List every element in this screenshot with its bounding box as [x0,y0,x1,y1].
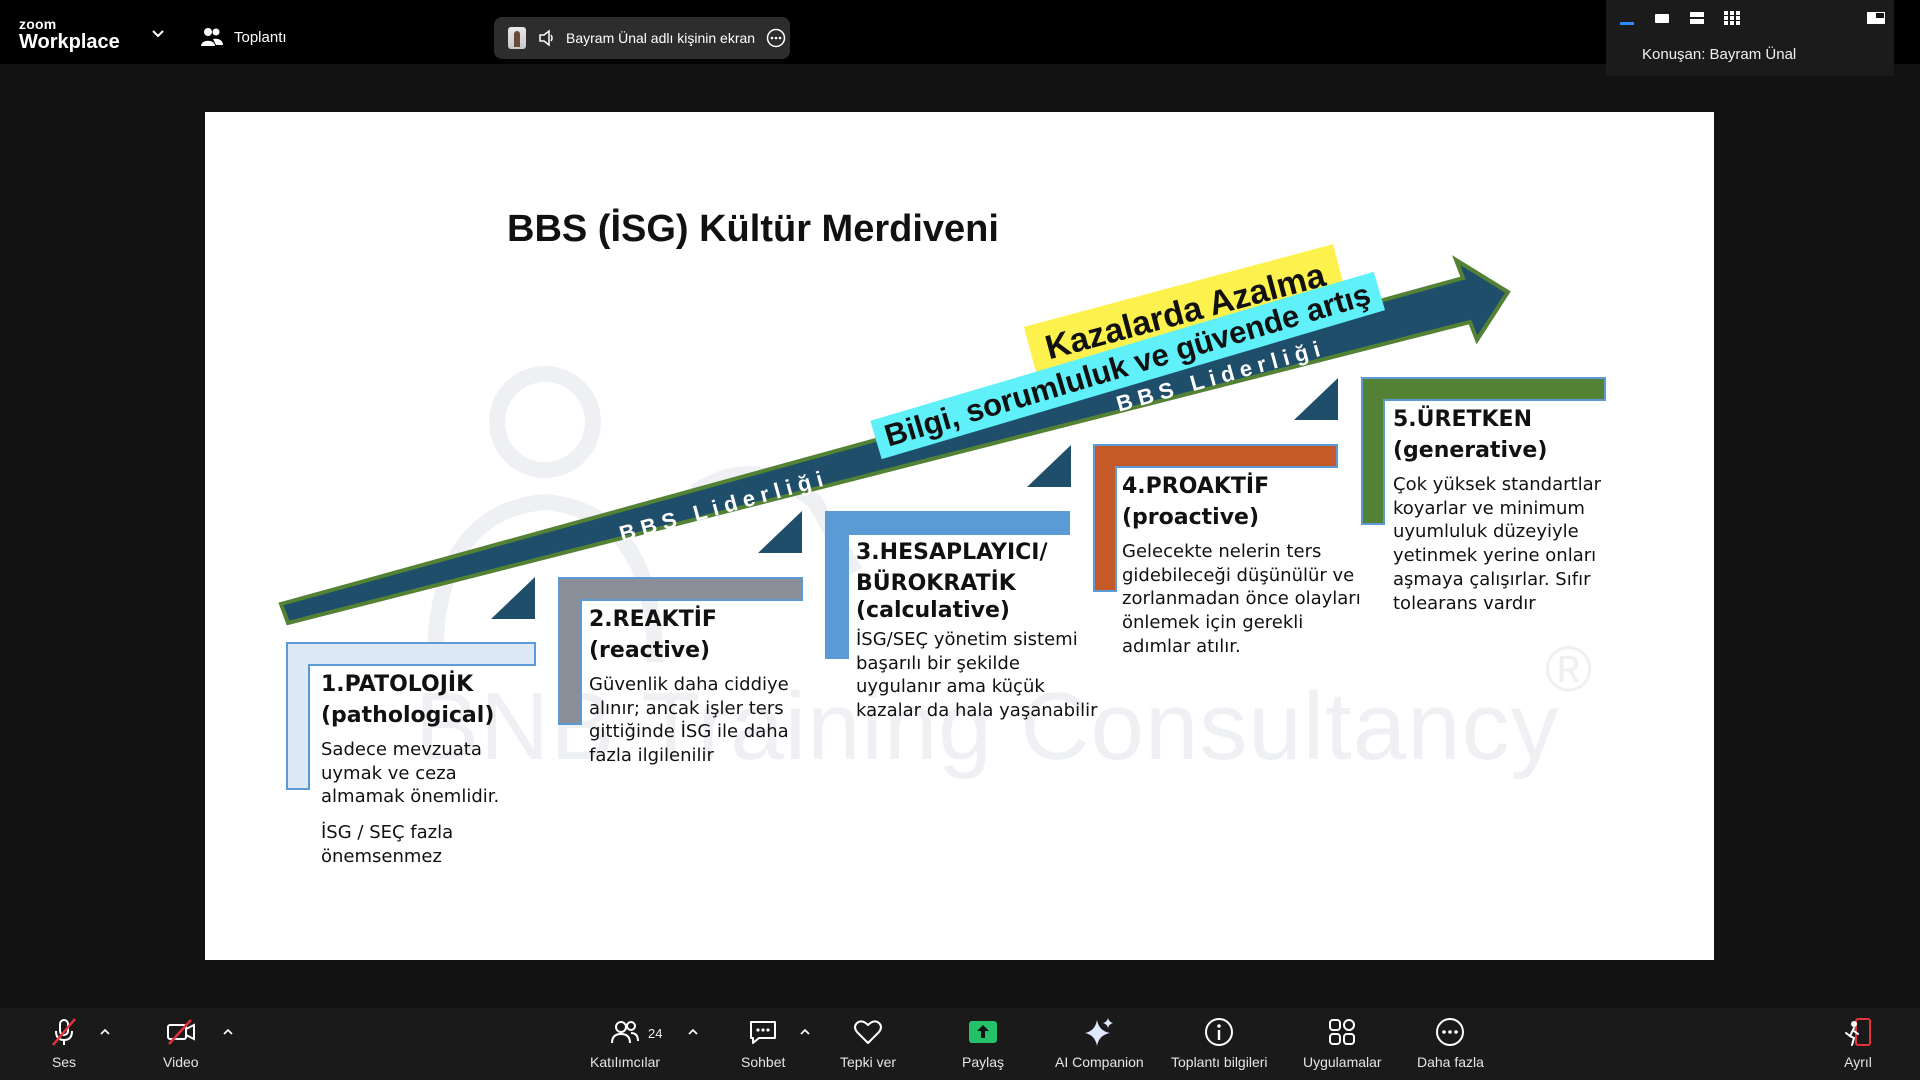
step-1-label: 1.PATOLOJİK (pathological) Sadece mevzua… [321,672,500,868]
more-label: Daha fazla [1417,1054,1484,1070]
audio-button[interactable]: Ses [48,1016,80,1070]
share-label: Paylaş [962,1054,1005,1070]
slide-title: BBS (İSG) Kültür Merdiveni [507,208,999,250]
minimize-icon[interactable] [1618,10,1636,26]
meeting-label: Toplantı [234,28,287,46]
step-triangle-4 [1294,378,1338,420]
step-4-label: 4.PROAKTİF (proactive) Gelecekte nelerin… [1122,474,1361,658]
step-2-label: 2.REAKTİF (reactive) Güvenlik daha ciddi… [589,607,789,767]
share-screen-icon [969,1021,998,1043]
chat-icon [750,1021,777,1044]
more-button[interactable]: Daha fazla [1417,1016,1484,1070]
react-button[interactable]: Tepki ver [840,1016,896,1070]
step-triangle-3 [1027,445,1071,487]
step-2-shape [558,577,803,725]
speaker-view-icon[interactable] [1653,10,1671,26]
step-5-label: 5.ÜRETKEN (generative) Çok yüksek standa… [1393,407,1602,615]
chat-options-chevron-icon[interactable] [799,1028,811,1036]
video-off-icon [166,1019,195,1045]
zoom-logo: zoom Workplace [19,17,120,52]
active-speaker-label: Konuşan: Bayram Ünal [1642,46,1797,63]
sparkle-icon [1085,1018,1114,1046]
participants-icon [611,1021,639,1044]
brand-top: zoom [19,16,57,32]
meeting-toolbar: Ses Video Katılımcılar 24 Sohbet [0,1008,1920,1080]
chevron-down-icon[interactable] [150,28,166,40]
info-icon [1205,1018,1234,1046]
heart-icon [854,1020,883,1044]
shared-slide: BNB Training Consultancy ® BBS (İSG) Kül… [205,112,1714,960]
more-icon [1436,1018,1465,1046]
step-triangle-2 [758,511,802,553]
top-bar: zoom Workplace Toplantı Bayram Ünal adlı… [0,0,1920,64]
meeting-info-button[interactable]: Toplantı bilgileri [1171,1016,1268,1070]
watermark-mark: ® [1545,633,1593,705]
strip-view-icon[interactable] [1688,10,1706,26]
gallery-view-icon[interactable] [1723,10,1741,26]
leave-label: Ayrıl [1844,1054,1872,1070]
step-triangle-1 [491,577,535,619]
apps-button[interactable]: Uygulamalar [1303,1016,1382,1070]
speaker-icon [539,29,553,47]
participants-options-chevron-icon[interactable] [687,1028,699,1036]
ai-companion-button[interactable]: AI Companion [1055,1016,1144,1070]
more-options-icon[interactable] [766,28,786,48]
step-4-shape [1093,444,1338,592]
participants-label: Katılımcılar [590,1054,661,1070]
people-icon [201,28,223,46]
audio-label: Ses [51,1054,77,1070]
audio-options-chevron-icon[interactable] [99,1028,111,1036]
step-5-shape [1361,377,1606,525]
screen-share-indicator[interactable]: Bayram Ünal adlı kişinin ekranı [494,17,790,59]
apps-icon [1329,1019,1356,1045]
step-3-label: 3.HESAPLAYICI/ BÜROKRATİK (calculative) … [856,540,1098,722]
meeting-info-label: Toplantı bilgileri [1171,1054,1268,1070]
chat-label: Sohbet [741,1054,786,1070]
participants-button[interactable]: Katılımcılar [590,1016,660,1070]
view-switcher: Konuşan: Bayram Ünal [1606,0,1894,76]
video-button[interactable]: Video [163,1016,199,1070]
chat-button[interactable]: Sohbet [741,1016,785,1070]
meeting-menu-button[interactable]: Toplantı [200,26,287,48]
video-label: Video [163,1054,199,1070]
apps-label: Uygulamalar [1303,1054,1382,1070]
avatar [508,27,526,49]
microphone-muted-icon [52,1018,76,1046]
brand-bottom: Workplace [19,31,120,53]
video-options-chevron-icon[interactable] [222,1028,234,1036]
share-text: Bayram Ünal adlı kişinin ekranı [566,30,756,46]
leave-button[interactable]: Ayrıl [1842,1016,1874,1070]
share-button[interactable]: Paylaş [962,1016,1004,1070]
step-3-shape [825,511,1070,659]
step-1-shape [286,642,536,790]
participants-count: 24 [648,1026,663,1041]
ai-companion-label: AI Companion [1055,1054,1144,1070]
react-label: Tepki ver [840,1054,897,1070]
leave-icon [1845,1018,1871,1046]
layout-icon[interactable] [1866,10,1886,26]
watermark: BNB Training Consultancy [415,673,1560,780]
